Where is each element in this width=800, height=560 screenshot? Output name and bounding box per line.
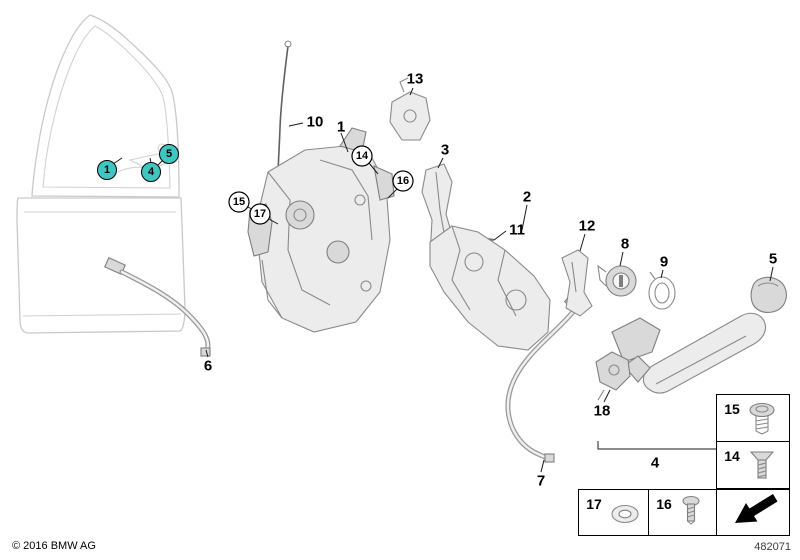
door-hotspot-4[interactable]: 4 — [141, 162, 161, 182]
callout-8[interactable]: 8 — [621, 236, 629, 253]
callout-13[interactable]: 13 — [407, 71, 424, 88]
bowden-cable-6-art — [104, 257, 211, 357]
callout-circled-14[interactable]: 14 — [351, 145, 373, 167]
callout-18-label[interactable]: 18 — [594, 403, 611, 420]
callout-3-label[interactable]: 3 — [441, 142, 449, 159]
callout-circled-17[interactable]: 17 — [249, 203, 271, 225]
callout-10-label[interactable]: 10 — [307, 114, 324, 131]
door-hotspot-4-label[interactable]: 4 — [148, 166, 155, 178]
door-hotspot-1-label[interactable]: 1 — [104, 164, 110, 176]
callout-9-label[interactable]: 9 — [660, 254, 668, 271]
callout-5[interactable]: 5 — [769, 251, 777, 268]
callout-2-label[interactable]: 2 — [523, 189, 531, 206]
part-8-lock-cylinder-art — [597, 264, 637, 297]
callout-3[interactable]: 3 — [441, 142, 449, 159]
callout-1-label[interactable]: 1 — [337, 119, 345, 136]
callout-circled-14-label[interactable]: 14 — [356, 150, 369, 162]
diagram-number: 482071 — [754, 541, 791, 553]
part-18-lever-art — [595, 351, 631, 401]
callout-9[interactable]: 9 — [660, 254, 668, 271]
callout-11-label[interactable]: 11 — [509, 222, 525, 239]
legend-box-17-label[interactable]: 17 — [586, 496, 602, 512]
part-13-bracket-art — [389, 77, 431, 141]
callout-7[interactable]: 7 — [537, 473, 545, 490]
callout-6[interactable]: 6 — [204, 358, 212, 375]
legend-box-14[interactable]: 14 — [716, 441, 790, 489]
callout-7-label[interactable]: 7 — [537, 473, 545, 490]
callout-12-label[interactable]: 12 — [579, 218, 596, 235]
callout-11[interactable]: 11 — [509, 222, 525, 239]
legend-box-15-label[interactable]: 15 — [724, 401, 740, 417]
screw-icon — [682, 495, 700, 525]
callout-1[interactable]: 1 — [337, 119, 345, 136]
part-12-bracket-art — [561, 249, 593, 317]
callout-circled-15-label[interactable]: 15 — [233, 196, 245, 208]
legend-box-15[interactable]: 15 — [716, 394, 790, 442]
legend-box-16[interactable]: 16 — [648, 489, 717, 536]
pan-head-screw-icon — [749, 402, 775, 435]
door-hotspot-1[interactable]: 1 — [97, 160, 117, 180]
legend-box-17[interactable]: 17 — [578, 489, 649, 536]
door-hotspot-5-label[interactable]: 5 — [166, 148, 172, 160]
door-hotspot-5[interactable]: 5 — [159, 144, 179, 164]
callout-circled-15[interactable]: 15 — [228, 191, 250, 213]
callout-circled-17-label[interactable]: 17 — [254, 208, 266, 220]
callout-10[interactable]: 10 — [307, 114, 324, 131]
callout-18[interactable]: 18 — [594, 403, 611, 420]
legend-box-arrow[interactable] — [716, 489, 790, 536]
callout-4[interactable]: 4 — [651, 455, 660, 472]
part-9-gasket-art — [648, 271, 676, 310]
countersunk-screw-icon — [749, 451, 775, 479]
callout-13-label[interactable]: 13 — [407, 71, 424, 88]
callout-12[interactable]: 12 — [579, 218, 596, 235]
door-outline-art — [16, 14, 186, 334]
direction-arrow-icon — [735, 494, 778, 523]
legend-box-16-label[interactable]: 16 — [656, 496, 672, 512]
callout-5-label[interactable]: 5 — [769, 251, 777, 268]
callout-circled-16-label[interactable]: 16 — [397, 175, 409, 187]
part-4-handle-art — [611, 312, 767, 394]
callout-2[interactable]: 2 — [523, 189, 531, 206]
callout-4-label[interactable]: 4 — [651, 455, 660, 472]
callout-6-label[interactable]: 6 — [204, 358, 212, 375]
washer-icon — [611, 504, 639, 524]
part-5-cap-art — [750, 276, 787, 313]
part-2-carrier-art — [429, 225, 551, 351]
copyright-text: © 2016 BMW AG — [12, 540, 96, 552]
legend-box-14-label[interactable]: 14 — [724, 448, 740, 464]
callout-circled-16[interactable]: 16 — [392, 170, 414, 192]
callout-8-label[interactable]: 8 — [621, 236, 629, 253]
